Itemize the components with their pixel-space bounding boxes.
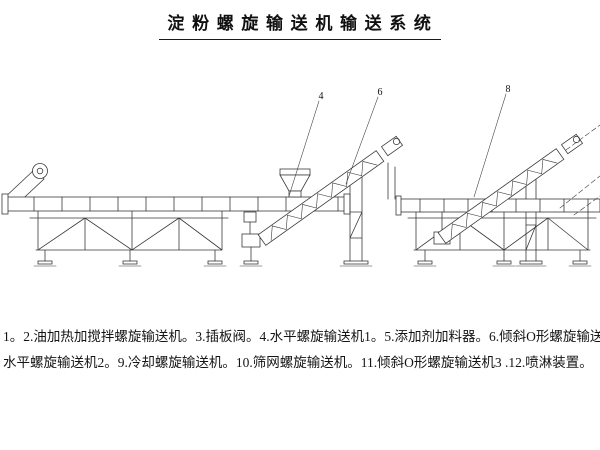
phantom-lines [559, 124, 600, 216]
support-truss-left [29, 210, 229, 267]
callout-6-label: 6 [378, 87, 383, 98]
mixing-screw-conveyor [1, 163, 351, 215]
inclined-screw-conveyor-1 [257, 135, 404, 246]
legend-line-2: 水平螺旋输送机2。9.冷却螺旋输送机。10.筛网螺旋输送机。11.倾斜O形螺旋输… [3, 355, 593, 370]
leader-line-4 [288, 100, 320, 197]
callout-8-label: 8 [506, 84, 511, 95]
drive-motor-1 [380, 135, 404, 157]
legend-line-1: 1。2.油加热加搅拌螺旋输送机。3.插板阀。4.水平螺旋输送机1。5.添加剂加料… [3, 329, 600, 344]
inclined-screw-conveyor-2 [437, 133, 584, 244]
support-truss-right [407, 211, 597, 267]
gate-valve [239, 211, 263, 267]
inclined-support-tower-1 [339, 166, 373, 267]
callout-4-label: 4 [319, 91, 324, 102]
callout-leader-lines [288, 93, 507, 198]
leader-line-8 [473, 93, 507, 198]
diagram-title: 淀粉螺旋输送机输送系统 [159, 9, 441, 40]
additive-hopper [279, 168, 311, 198]
drive-motor-2 [560, 133, 584, 155]
inclined-support-tower-2 [515, 173, 547, 267]
component-legend: 1。2.油加热加搅拌螺旋输送机。3.插板阀。4.水平螺旋输送机1。5.添加剂加料… [3, 324, 600, 376]
page-title-wrap: 淀粉螺旋输送机输送系统 [0, 9, 600, 40]
leader-line-6 [345, 96, 379, 185]
